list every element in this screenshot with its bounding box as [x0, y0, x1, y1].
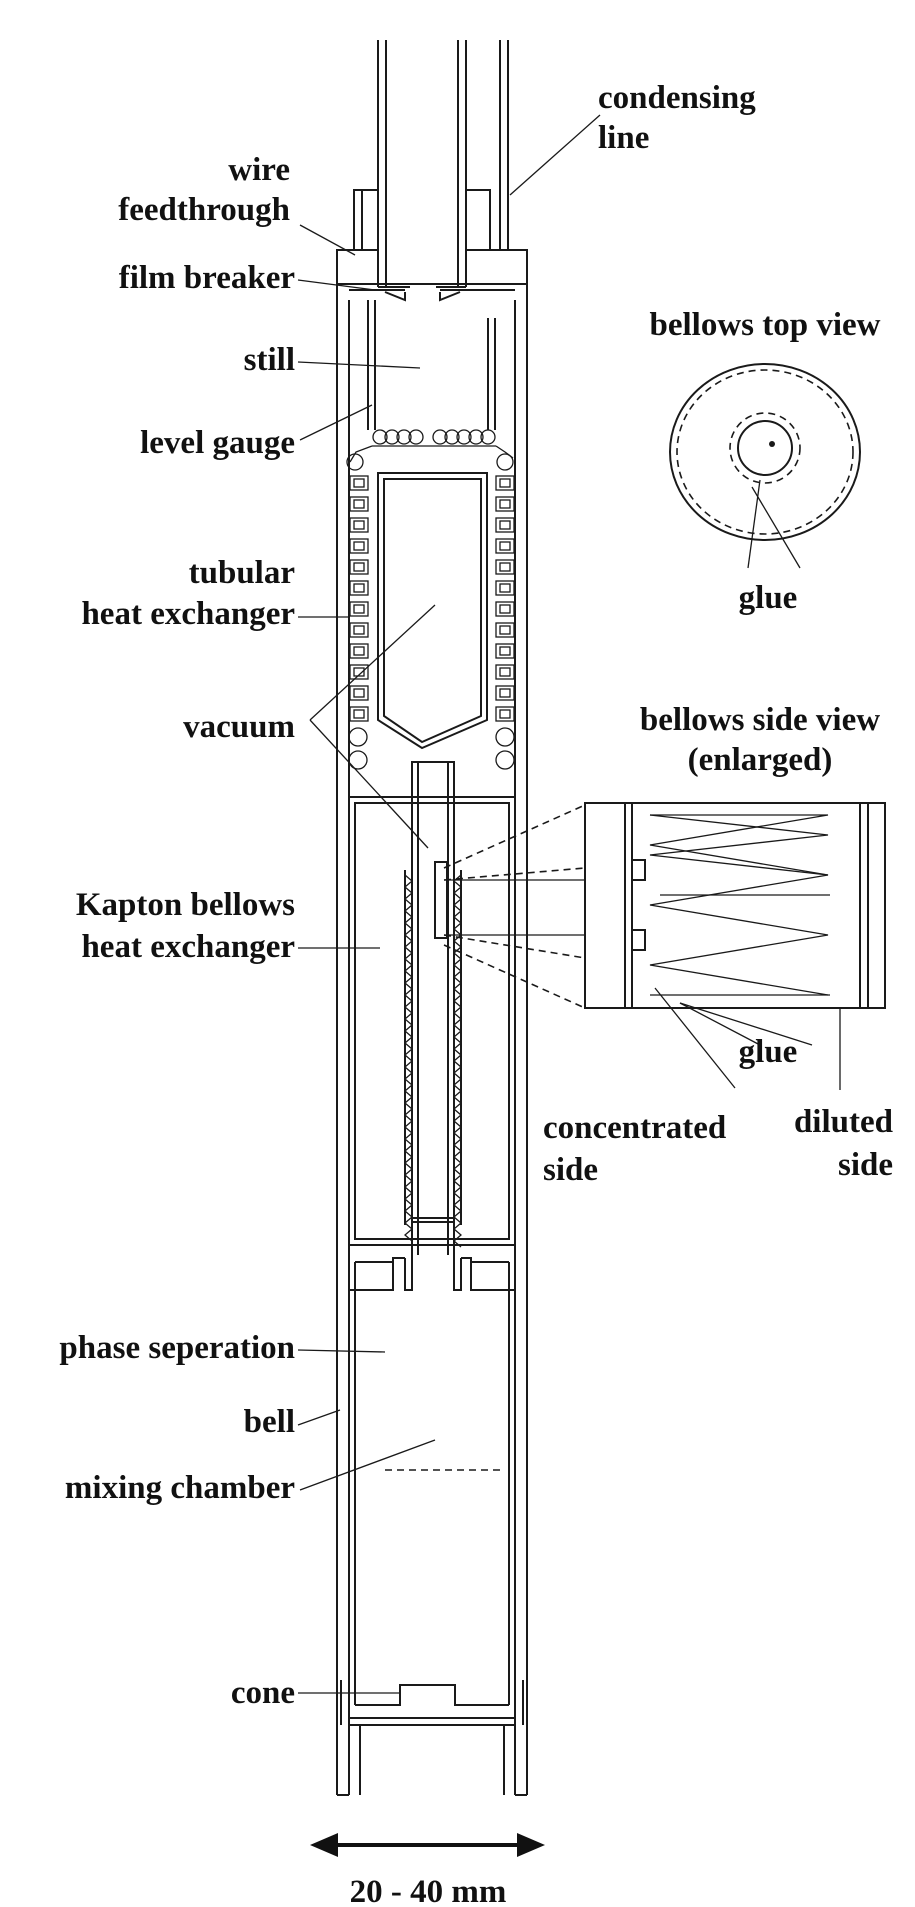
wire-feedthrough-label-1: wire [228, 152, 290, 188]
cone-label: cone [231, 1675, 295, 1711]
pumping-line [377, 40, 467, 288]
zoom-guides [443, 804, 586, 1009]
wire-feedthrough-label-2: feedthrough [118, 192, 290, 228]
diluted-side-label-1: diluted [794, 1104, 893, 1140]
phase-separation-label: phase seperation [59, 1330, 295, 1366]
central-tube [411, 761, 455, 1260]
wire-feedthrough [336, 189, 379, 285]
mixing-chamber-label: mixing chamber [65, 1470, 295, 1506]
tubular-heat-exchanger-label-2: heat exchanger [81, 596, 295, 632]
bellows-top-view [669, 363, 861, 569]
dimension-label: 20 - 40 mm [350, 1874, 507, 1907]
tubular-heat-exchanger-label-1: tubular [189, 555, 295, 591]
apparatus [336, 40, 528, 1796]
film-breaker [349, 289, 515, 302]
diluted-side-label-2: side [838, 1147, 893, 1183]
glue-top-label: glue [739, 580, 798, 616]
bellows-side-view-label-1: bellows side view [640, 702, 880, 738]
vacuum-label: vacuum [183, 709, 295, 745]
bellows-side-view-label-2: (enlarged) [688, 742, 833, 778]
mixing-chamber [348, 1245, 516, 1680]
concentrated-side-label-2: side [543, 1152, 598, 1188]
tubular-heat-exchanger-right [495, 453, 515, 770]
vacuum-jacket [377, 472, 488, 750]
kapton-bellows [404, 861, 462, 1248]
still-coil [349, 429, 514, 463]
glue-side-label: glue [739, 1034, 798, 1070]
condensing-line-label-2: line [598, 120, 649, 156]
bellows-top-view-label: bellows top view [650, 307, 881, 343]
kapton-bellows-label-2: heat exchanger [81, 929, 295, 965]
level-gauge [367, 300, 496, 430]
bell-label: bell [244, 1404, 295, 1440]
bellows-heat-exchanger-housing [348, 796, 516, 1246]
kapton-bellows-label-1: Kapton bellows [76, 887, 295, 923]
film-breaker-label: film breaker [119, 260, 295, 296]
condensing-line [465, 40, 528, 285]
dimension-arrow [310, 1833, 545, 1857]
bellows-side-view [584, 802, 886, 1090]
cone-bottom [340, 1680, 524, 1795]
tubular-heat-exchanger-left [346, 453, 369, 770]
level-gauge-label: level gauge [140, 425, 295, 461]
still-label: still [244, 342, 295, 378]
condensing-line-label-1: condensing [598, 80, 756, 116]
top-cap [336, 250, 528, 300]
concentrated-side-label-1: concentrated [543, 1110, 726, 1146]
outer-wall [336, 300, 528, 1796]
leader-lines [297, 114, 601, 1694]
